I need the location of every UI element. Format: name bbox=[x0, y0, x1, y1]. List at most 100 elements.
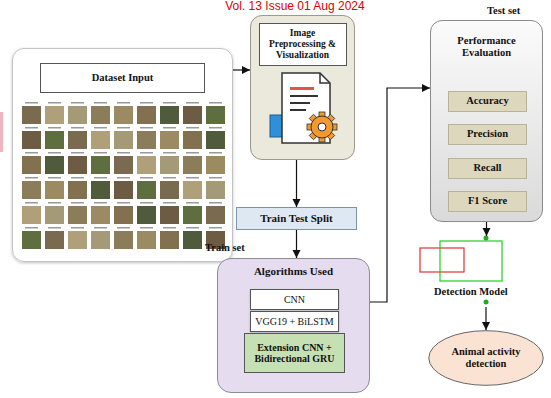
image-thumbnail bbox=[45, 156, 64, 174]
document-line bbox=[290, 95, 318, 97]
thumbnail-caption-line bbox=[209, 177, 222, 179]
image-thumbnail bbox=[183, 106, 202, 124]
box-label: CNN bbox=[284, 294, 305, 306]
box-label: Accuracy bbox=[466, 95, 509, 107]
thumbnail-caption-line bbox=[25, 102, 38, 104]
image-thumbnail bbox=[137, 106, 156, 124]
box-label: Extension CNN + Bidirectional GRU bbox=[249, 342, 340, 365]
thumbnail-caption-line bbox=[117, 102, 130, 104]
thumbnail-caption-line bbox=[48, 202, 61, 204]
image-thumbnail bbox=[22, 181, 41, 199]
image-thumbnail bbox=[114, 206, 133, 224]
algorithm-group: Algorithms UsedCNNVGG19 + BiLSTMExtensio… bbox=[217, 258, 370, 393]
thumbnail-caption-line bbox=[117, 127, 130, 129]
image-thumbnail bbox=[206, 206, 225, 224]
image-thumbnail bbox=[91, 106, 110, 124]
box-label: Train Test Split bbox=[260, 212, 333, 225]
flow-arrow bbox=[370, 88, 430, 302]
ellipse-shape bbox=[429, 331, 543, 386]
image-thumbnail bbox=[160, 206, 179, 224]
thumbnail-caption-line bbox=[163, 102, 176, 104]
panel-heading: Image Preprocessing & Visualization bbox=[259, 23, 347, 66]
thumbnail-caption-line bbox=[71, 202, 84, 204]
preprocessing-icon bbox=[270, 73, 337, 143]
metric-box: Precision bbox=[448, 124, 527, 145]
thumbnail-caption-line bbox=[163, 202, 176, 204]
image-thumbnail bbox=[45, 106, 64, 124]
output-ellipse: Animal activity detection bbox=[428, 330, 544, 386]
panel-fill bbox=[250, 15, 355, 160]
thumbnail-caption-line bbox=[48, 102, 61, 104]
model-node: Detection Model bbox=[418, 236, 538, 304]
gear-icon bbox=[307, 112, 337, 142]
connector-dot bbox=[484, 236, 489, 241]
metric-box: Recall bbox=[448, 158, 527, 179]
image-thumbnail bbox=[206, 156, 225, 174]
image-thumbnail bbox=[160, 156, 179, 174]
thumbnail-caption-line bbox=[94, 102, 107, 104]
thumbnail-caption-line bbox=[209, 227, 222, 229]
image-thumbnail bbox=[183, 231, 202, 249]
thumbnail-caption-line bbox=[71, 152, 84, 154]
thumbnail-caption-line bbox=[94, 127, 107, 129]
metric-box: Accuracy bbox=[448, 91, 527, 112]
flow-arrow bbox=[233, 69, 250, 70]
image-thumbnail-grid bbox=[22, 102, 225, 249]
image-thumbnail bbox=[114, 106, 133, 124]
thumbnail-caption-line bbox=[186, 202, 199, 204]
journal-header: Vol. 13 Issue 01 Aug 2024 bbox=[160, 0, 430, 13]
thumbnail-caption-line bbox=[25, 227, 38, 229]
image-thumbnail bbox=[45, 206, 64, 224]
document-fold bbox=[320, 73, 330, 83]
thumbnail-caption-line bbox=[94, 202, 107, 204]
flow-arrow bbox=[486, 222, 487, 236]
image-thumbnail bbox=[160, 231, 179, 249]
image-thumbnail bbox=[68, 156, 87, 174]
thumbnail-caption-line bbox=[71, 102, 84, 104]
group-heading: Algorithms Used bbox=[218, 265, 369, 278]
image-thumbnail bbox=[137, 181, 156, 199]
image-thumbnail bbox=[137, 206, 156, 224]
image-thumbnail bbox=[45, 131, 64, 149]
thumbnail-caption-line bbox=[209, 152, 222, 154]
thumbnail-caption-line bbox=[140, 102, 153, 104]
thumbnail-caption-line bbox=[117, 152, 130, 154]
box-label: Recall bbox=[474, 162, 502, 174]
thumbnail-caption-line bbox=[186, 127, 199, 129]
box-label: Precision bbox=[467, 128, 508, 140]
thumbnail-caption-line bbox=[25, 202, 38, 204]
image-thumbnail bbox=[22, 106, 41, 124]
image-thumbnail bbox=[68, 131, 87, 149]
thumbnail-caption-line bbox=[209, 127, 222, 129]
image-thumbnail bbox=[91, 131, 110, 149]
metric-box: F1 Score bbox=[448, 191, 527, 212]
node-label: Detection Model bbox=[434, 286, 538, 298]
image-thumbnail bbox=[114, 131, 133, 149]
thumbnail-caption-line bbox=[163, 177, 176, 179]
thumbnail-caption-line bbox=[117, 177, 130, 179]
image-thumbnail bbox=[183, 156, 202, 174]
algorithm-box: CNN bbox=[250, 289, 339, 310]
thumbnail-caption-line bbox=[94, 177, 107, 179]
thumbnail-caption-line bbox=[25, 127, 38, 129]
image-thumbnail bbox=[183, 131, 202, 149]
thumbnail-caption-line bbox=[48, 127, 61, 129]
set-label: Train set bbox=[205, 242, 245, 254]
image-thumbnail bbox=[22, 231, 41, 249]
flow-arrow bbox=[296, 160, 297, 207]
node-label: Animal activity detection bbox=[442, 346, 530, 370]
thumbnail-caption-line bbox=[140, 227, 153, 229]
image-thumbnail bbox=[68, 181, 87, 199]
connector-dot bbox=[484, 300, 489, 305]
thumbnail-caption-line bbox=[163, 127, 176, 129]
thumbnail-caption-line bbox=[163, 227, 176, 229]
box-label: F1 Score bbox=[468, 195, 507, 207]
thumbnail-caption-line bbox=[186, 227, 199, 229]
bounding-box bbox=[420, 248, 464, 272]
flow-arrow bbox=[296, 230, 297, 258]
image-thumbnail bbox=[22, 156, 41, 174]
thumbnail-caption-line bbox=[48, 227, 61, 229]
thumbnail-caption-line bbox=[117, 227, 130, 229]
image-thumbnail bbox=[91, 231, 110, 249]
